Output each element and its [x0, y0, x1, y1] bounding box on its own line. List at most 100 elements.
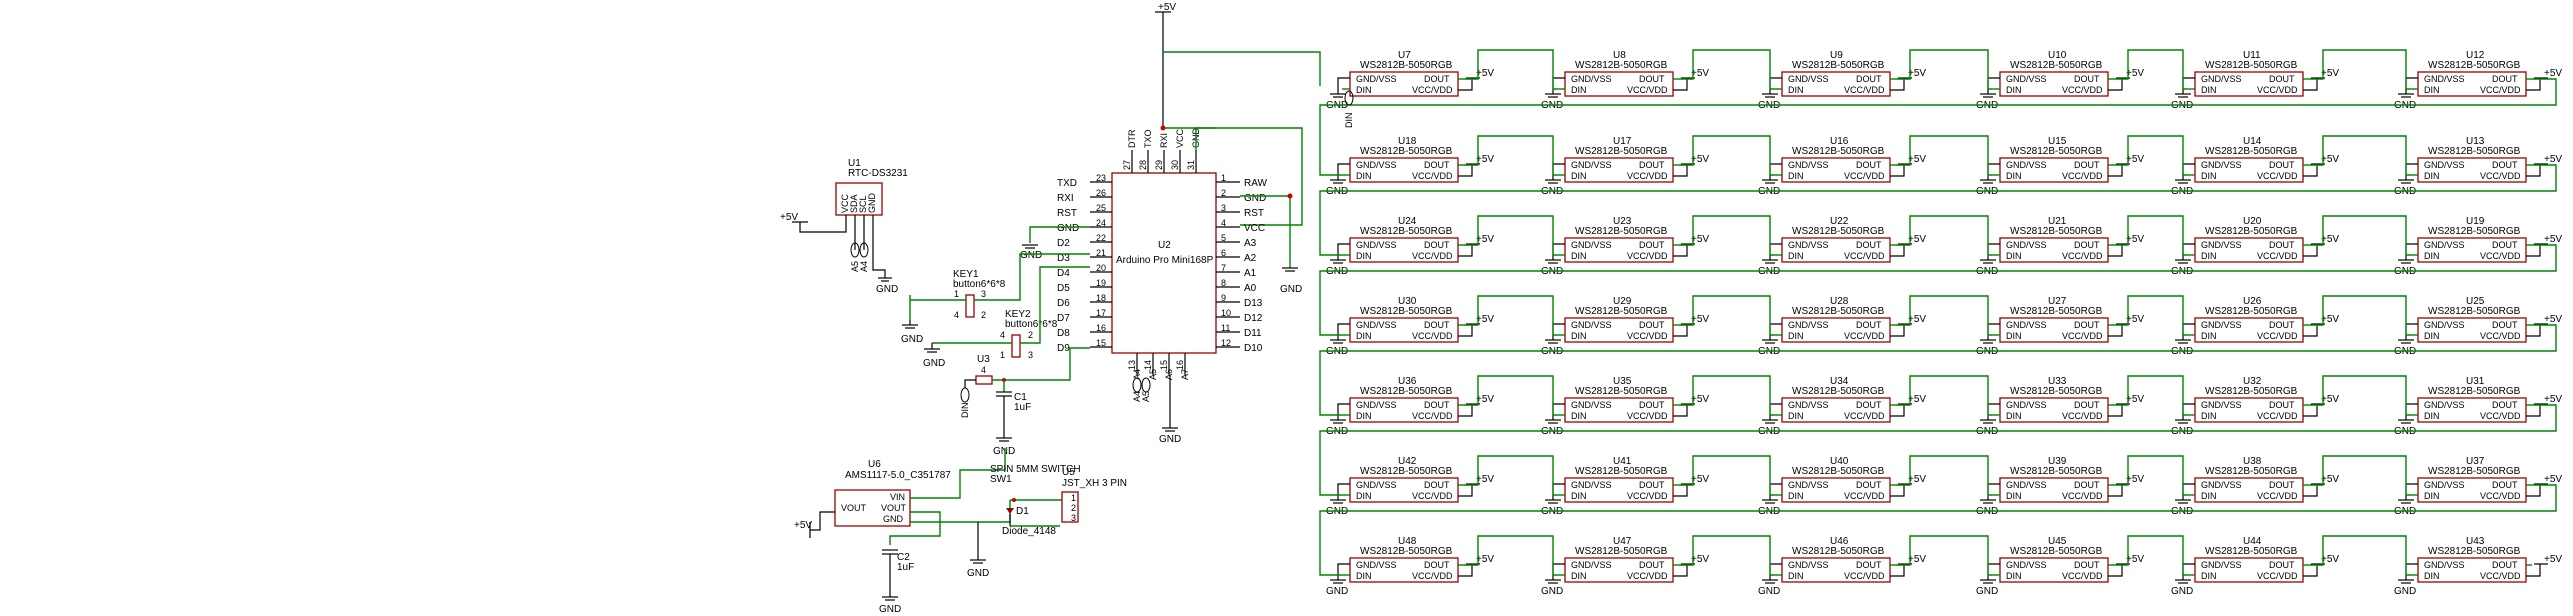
led-vcc-label: +5V — [2126, 554, 2144, 565]
led-pin-dout: DOUT — [2492, 160, 2518, 170]
mcu-top-pin-num: 27 — [1122, 160, 1132, 170]
led-ref: U26 — [2243, 296, 2262, 307]
led-pin-vcc: VCC/VDD — [1412, 411, 1453, 421]
regulator-ref: U6 — [868, 459, 881, 470]
led-pin-din: DIN — [2006, 491, 2022, 501]
led-u22: U22WS2812B-5050RGBGND/VSSDINDOUTVCC/VDDG… — [1758, 216, 1926, 277]
mcu-left-pin-name: D8 — [1057, 328, 1070, 339]
led-pin-gnd: GND/VSS — [1356, 400, 1397, 410]
led-u35: U35WS2812B-5050RGBGND/VSSDINDOUTVCC/VDDG… — [1541, 376, 1709, 437]
led-u27: U27WS2812B-5050RGBGND/VSSDINDOUTVCC/VDDG… — [1976, 296, 2144, 357]
led-pin-vcc: VCC/VDD — [1412, 85, 1453, 95]
led-pin-vcc: VCC/VDD — [2257, 491, 2298, 501]
mcu-right-pin-name: RST — [1244, 208, 1264, 219]
led-type: WS2812B-5050RGB — [1792, 146, 1885, 157]
led-pin-vcc: VCC/VDD — [2257, 85, 2298, 95]
led-gnd-label: GND — [1326, 586, 1348, 597]
mcu-top-pin-num: 28 — [1138, 160, 1148, 170]
led-pin-gnd: GND/VSS — [1788, 320, 1829, 330]
led-ref: U28 — [1830, 296, 1849, 307]
led-type: WS2812B-5050RGB — [1575, 60, 1668, 71]
led-pin-dout: DOUT — [2269, 480, 2295, 490]
led-pin-gnd: GND/VSS — [1788, 400, 1829, 410]
led-pin-vcc: VCC/VDD — [2480, 251, 2521, 261]
mcu-value: Arduino Pro Mini168P — [1116, 255, 1214, 266]
led-vcc-label: +5V — [1691, 554, 1709, 565]
led-ref: U21 — [2048, 216, 2067, 227]
led-pin-din: DIN — [1788, 331, 1804, 341]
led-pin-gnd: GND/VSS — [1571, 560, 1612, 570]
led-pin-dout: DOUT — [2492, 480, 2518, 490]
mcu-left-pin-num: 20 — [1096, 263, 1106, 273]
mcu-right-pin-num: 4 — [1221, 218, 1226, 228]
led-u48: U48WS2812B-5050RGBGND/VSSDINDOUTVCC/VDDG… — [1326, 536, 1494, 597]
led-pin-gnd: GND/VSS — [2201, 400, 2242, 410]
regulator-pin-gnd: GND — [883, 514, 904, 524]
cap1-value: 1uF — [1014, 402, 1031, 413]
led-pin-dout: DOUT — [1639, 560, 1665, 570]
mcu-bottom-pin-name: A4 — [1132, 369, 1142, 380]
led-type: WS2812B-5050RGB — [1575, 386, 1668, 397]
led-vcc-label: +5V — [1908, 394, 1926, 405]
led-ref: U43 — [2466, 536, 2485, 547]
led-u29: U29WS2812B-5050RGBGND/VSSDINDOUTVCC/VDDG… — [1541, 296, 1709, 357]
led-pin-gnd: GND/VSS — [1356, 480, 1397, 490]
led-u41: U41WS2812B-5050RGBGND/VSSDINDOUTVCC/VDDG… — [1541, 456, 1709, 517]
connector-pin1: 1 — [1071, 493, 1076, 503]
led-vcc-label: +5V — [1908, 68, 1926, 79]
led-ref: U37 — [2466, 456, 2485, 467]
led-pin-gnd: GND/VSS — [2201, 320, 2242, 330]
led-gnd-label: GND — [1976, 586, 1998, 597]
led-pin-gnd: GND/VSS — [2006, 320, 2047, 330]
led-type: WS2812B-5050RGB — [1360, 466, 1453, 477]
led-pin-vcc: VCC/VDD — [2480, 85, 2521, 95]
led-type: WS2812B-5050RGB — [1575, 146, 1668, 157]
led-ref: U39 — [2048, 456, 2067, 467]
led-pin-dout: DOUT — [1639, 160, 1665, 170]
led-pin-dout: DOUT — [2269, 74, 2295, 84]
led-pin-dout: DOUT — [1424, 400, 1450, 410]
led-pin-dout: DOUT — [1424, 240, 1450, 250]
led-pin-din: DIN — [2424, 331, 2440, 341]
led-pin-gnd: GND/VSS — [2424, 74, 2465, 84]
led-pin-dout: DOUT — [2074, 74, 2100, 84]
led-ref: U35 — [1613, 376, 1632, 387]
mcu-right-pin-num: 3 — [1221, 203, 1226, 213]
led-pin-din: DIN — [1571, 331, 1587, 341]
led-pin-dout: DOUT — [1639, 400, 1665, 410]
mcu-left-pin-num: 26 — [1096, 188, 1106, 198]
led-pin-vcc: VCC/VDD — [1844, 85, 1885, 95]
rtc-ref: U1 — [848, 158, 861, 169]
led-vcc-label: +5V — [2321, 68, 2339, 79]
led-pin-din: DIN — [1356, 85, 1372, 95]
led-pin-vcc: VCC/VDD — [2480, 171, 2521, 181]
led-gnd-label: GND — [2394, 586, 2416, 597]
led-u47: U47WS2812B-5050RGBGND/VSSDINDOUTVCC/VDDG… — [1541, 536, 1709, 597]
led-pin-vcc: VCC/VDD — [1844, 331, 1885, 341]
led-vcc-label: +5V — [1908, 154, 1926, 165]
led-vcc-label: +5V — [1691, 314, 1709, 325]
mcu-left-pin-num: 23 — [1096, 173, 1106, 183]
led-u39: U39WS2812B-5050RGBGND/VSSDINDOUTVCC/VDDG… — [1976, 456, 2144, 517]
led-vcc-label: +5V — [2126, 234, 2144, 245]
key1-pin4: 4 — [954, 310, 959, 320]
mcu-left-pin-num: 24 — [1096, 218, 1106, 228]
key2-pin3: 3 — [1028, 350, 1033, 360]
led-vcc-label: +5V — [1476, 154, 1494, 165]
rtc-pin-vcc: VCC — [840, 193, 850, 213]
led-vcc-label: +5V — [1476, 234, 1494, 245]
led-pin-dout: DOUT — [2074, 400, 2100, 410]
led-pin-gnd: GND/VSS — [2424, 480, 2465, 490]
led-type: WS2812B-5050RGB — [2428, 146, 2521, 157]
led-pin-vcc: VCC/VDD — [2062, 411, 2103, 421]
led-pin-din: DIN — [1571, 85, 1587, 95]
led-ref: U18 — [1398, 136, 1417, 147]
led-pin-gnd: GND/VSS — [1788, 160, 1829, 170]
diode-d1: D1 Diode_4148 — [1002, 506, 1060, 537]
led-pin-din: DIN — [2424, 491, 2440, 501]
mcu-left-pin-name: D5 — [1057, 283, 1070, 294]
led-u30: U30WS2812B-5050RGBGND/VSSDINDOUTVCC/VDDG… — [1326, 296, 1494, 357]
mcu-right-pin-num: 11 — [1221, 323, 1230, 333]
led-type: WS2812B-5050RGB — [1360, 306, 1453, 317]
mcu-bottom-gnd-label: GND — [1159, 434, 1181, 445]
